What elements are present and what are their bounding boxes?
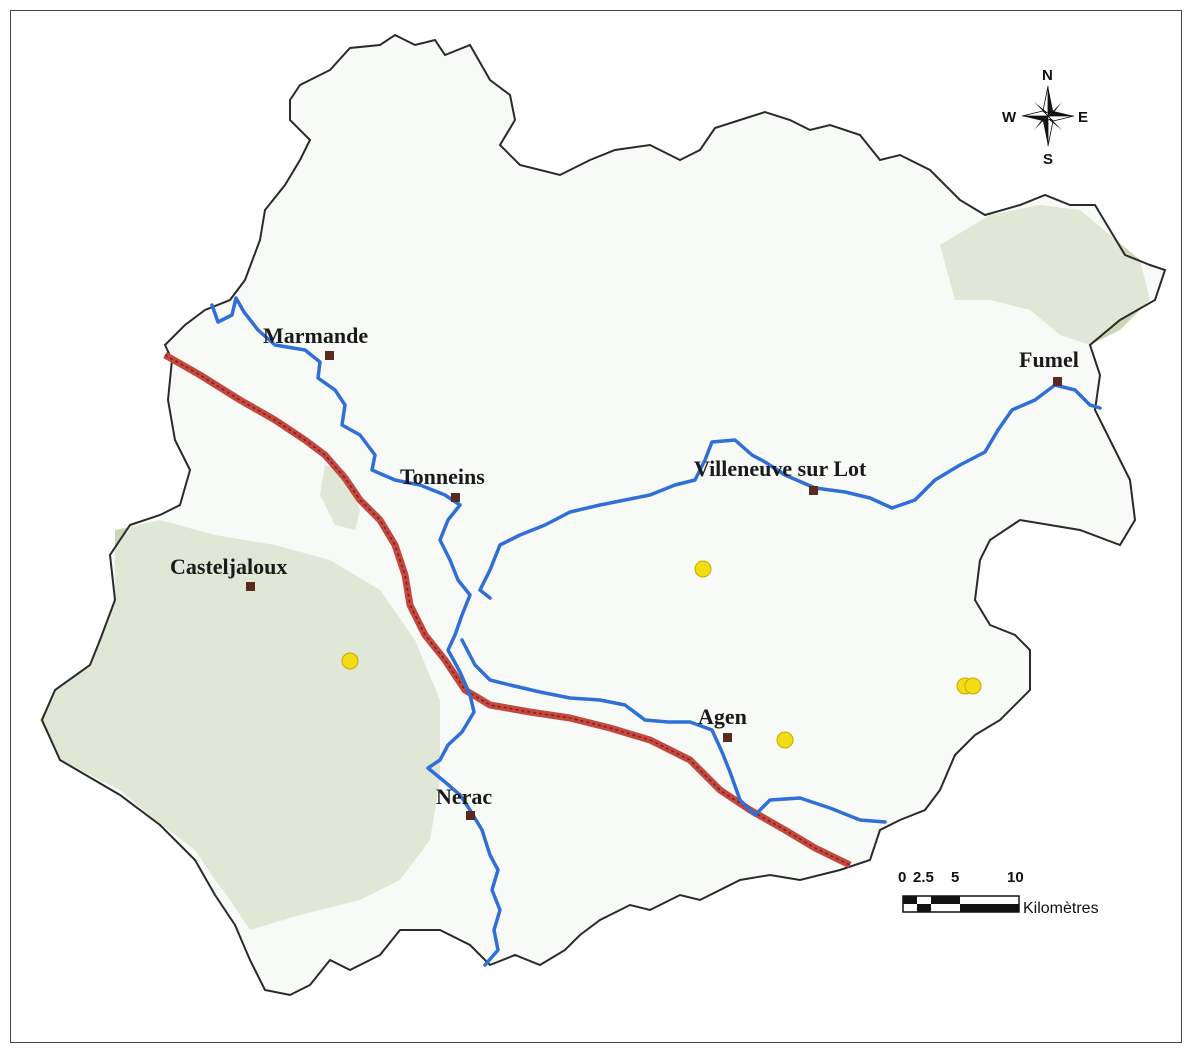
river-lot xyxy=(478,383,1102,600)
city-marker-fumel xyxy=(1053,377,1062,386)
city-marker-marmande xyxy=(325,351,334,360)
city-marker-agen xyxy=(723,733,732,742)
compass-west-label: W xyxy=(1002,109,1017,126)
river-baise xyxy=(468,808,502,967)
scale-unit-label: Kilomètres xyxy=(1023,900,1099,917)
site-marker xyxy=(776,731,794,749)
compass-north-label: N xyxy=(1042,67,1053,84)
city-label-villeneuve[interactable]: Villeneuve sur Lot xyxy=(694,456,867,481)
railway-line-inner xyxy=(164,354,851,866)
scale-bar: 0 2.5 5 10 Kilomètres xyxy=(898,869,1099,917)
city-labels: Marmande Tonneins Villeneuve sur Lot Fum… xyxy=(170,323,1079,809)
city-label-fumel[interactable]: Fumel xyxy=(1019,347,1079,372)
city-marker-villeneuve xyxy=(809,486,818,495)
river-agen-branch xyxy=(460,638,887,824)
scale-tick-5: 5 xyxy=(951,869,959,886)
city-label-tonneins[interactable]: Tonneins xyxy=(400,464,485,489)
scale-tick-10: 10 xyxy=(1007,869,1024,886)
city-label-nerac[interactable]: Nerac xyxy=(436,784,492,809)
compass-east-label: E xyxy=(1078,109,1088,126)
city-marker-nerac xyxy=(466,811,475,820)
compass-rose-icon: N S E W xyxy=(1002,67,1088,168)
site-marker xyxy=(341,652,359,670)
city-label-casteljaloux[interactable]: Casteljaloux xyxy=(170,554,287,579)
site-marker xyxy=(964,677,982,695)
scale-tick-0: 0 xyxy=(898,869,906,886)
city-marker-casteljaloux xyxy=(246,582,255,591)
site-marker xyxy=(694,560,712,578)
compass-south-label: S xyxy=(1043,151,1053,168)
railway-layer xyxy=(163,351,852,869)
city-marker-tonneins xyxy=(451,493,460,502)
site-markers xyxy=(341,560,982,749)
department-border xyxy=(40,33,1167,997)
city-label-marmande[interactable]: Marmande xyxy=(263,323,368,348)
city-label-agen[interactable]: Agen xyxy=(698,704,747,729)
city-markers xyxy=(246,351,1062,820)
scale-tick-2-5: 2.5 xyxy=(913,869,934,886)
